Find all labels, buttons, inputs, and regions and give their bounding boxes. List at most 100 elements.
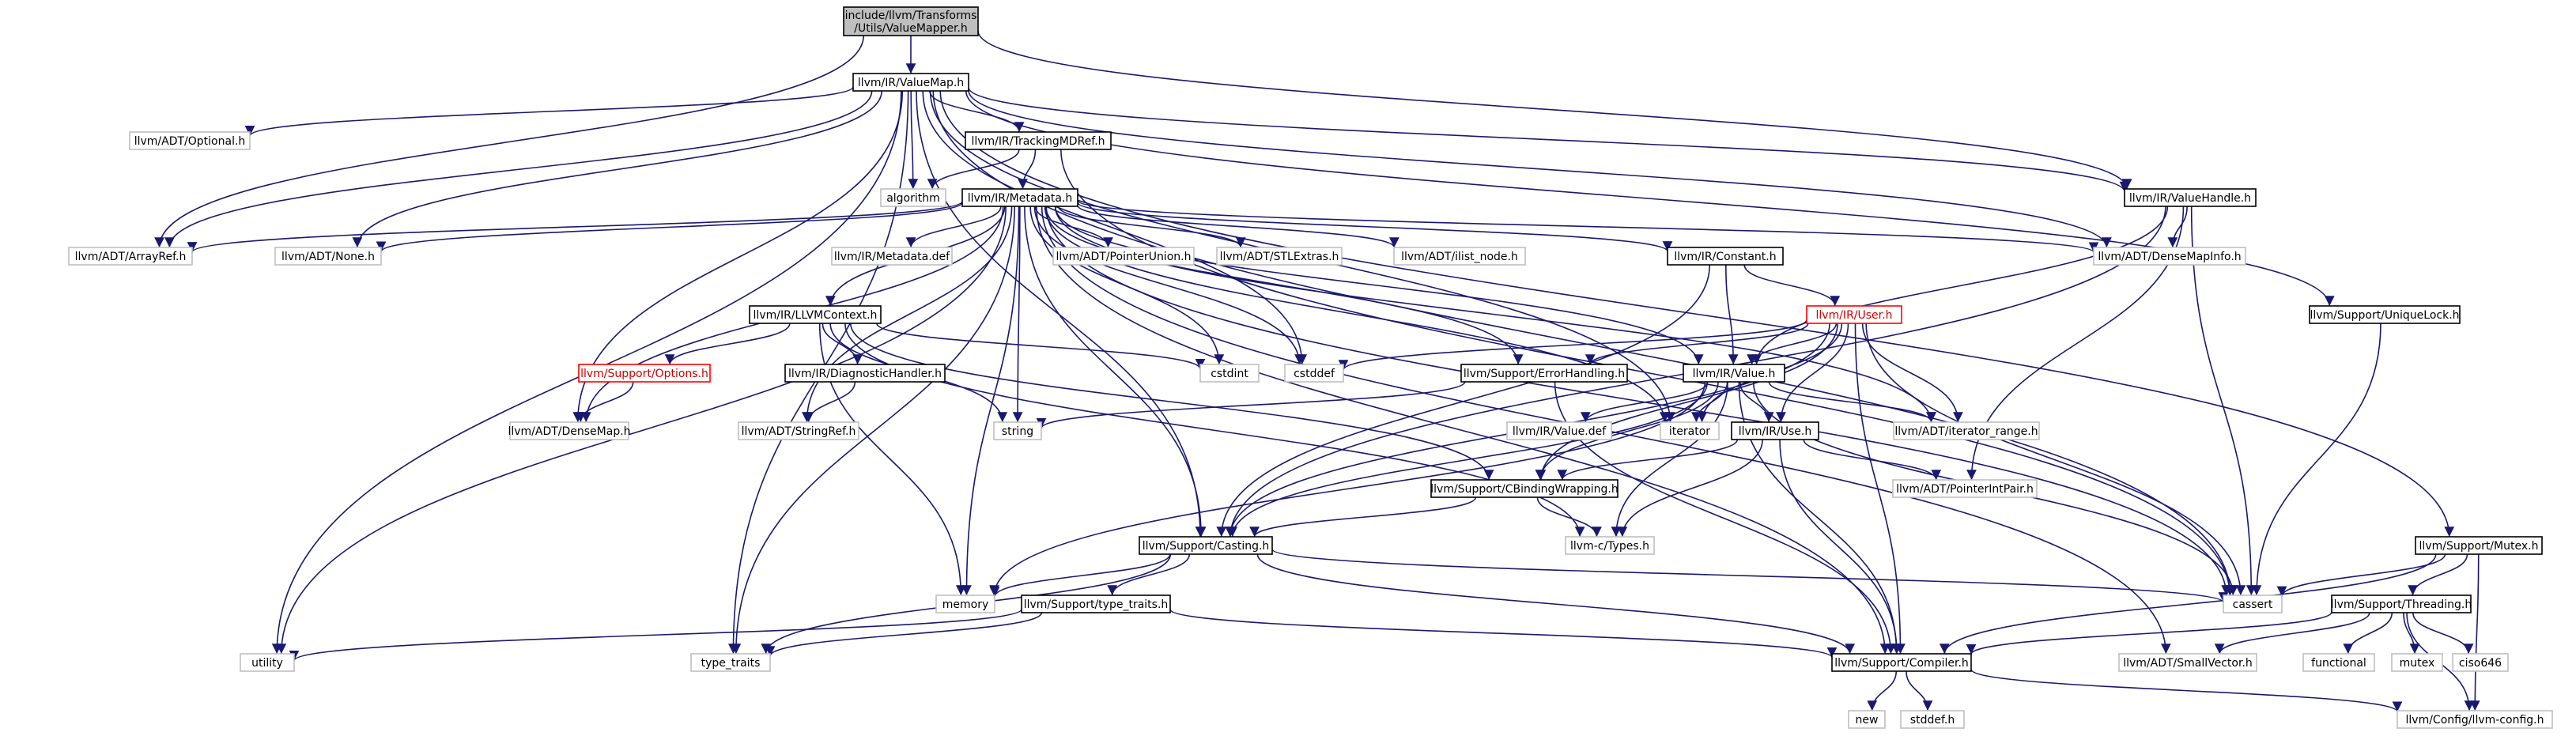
- edge-mutex-to-threading: [2408, 553, 2468, 596]
- edge-metadata-to-none: [376, 202, 963, 253]
- node-box-typetraitsh: [1021, 594, 1171, 613]
- node-box-stddef: [1900, 710, 1965, 729]
- node-label-diaghandler: llvm/IR/DiagnosticHandler.h: [788, 368, 942, 380]
- edge-valuehandle-to-densemapinfo: [2167, 206, 2188, 248]
- edge-use-to-compiler: [1779, 439, 1902, 655]
- node-pointerunion: llvm/ADT/PointerUnion.h: [1052, 247, 1195, 266]
- edge-compiler-to-llvmconfig: [1970, 669, 2403, 712]
- edge-llvmcontext-to-ctypes: [844, 323, 1585, 538]
- edge-metadata-to-arrayref: [187, 201, 963, 253]
- node-typetraitsh[interactable]: llvm/Support/type_traits.h: [1021, 594, 1171, 613]
- node-label-stringref: llvm/ADT/StringRef.h: [742, 425, 856, 438]
- edge-value-to-casting: [1227, 381, 1709, 538]
- node-box-user: [1806, 305, 1902, 324]
- node-label-smallvector: llvm/ADT/SmallVector.h: [2123, 657, 2253, 670]
- edge-options-to-densemap: [575, 381, 634, 423]
- node-stringref: llvm/ADT/StringRef.h: [738, 421, 859, 440]
- node-errorhandling[interactable]: llvm/Support/ErrorHandling.h: [1460, 364, 1628, 383]
- node-value[interactable]: llvm/IR/Value.h: [1683, 364, 1785, 383]
- edge-valuehandle-to-cassert: [2190, 206, 2257, 596]
- node-box-ctypes: [1565, 536, 1655, 555]
- node-llvmcontext[interactable]: llvm/IR/LLVMContext.h: [749, 305, 882, 324]
- node-smallvector: llvm/ADT/SmallVector.h: [2118, 653, 2257, 672]
- edge-valuemap-to-algorithm: [908, 90, 919, 190]
- edge-casting-to-typetraitsh: [1107, 553, 1191, 596]
- node-label-mutexstd: mutex: [2400, 657, 2435, 670]
- edge-valuemap-to-trackingmdref: [929, 90, 1025, 133]
- edge-threading-to-smallvector: [2214, 612, 2370, 655]
- node-label-valuemapper: /Utils/ValueMapper.h: [854, 22, 968, 35]
- node-box-constant: [1667, 247, 1784, 266]
- edge-valuemap-to-mutex: [939, 90, 2455, 538]
- edge-typetraitsh-to-compiler: [1169, 609, 1838, 659]
- node-stlextras: llvm/ADT/STLExtras.h: [1216, 247, 1343, 266]
- node-options[interactable]: llvm/Support/Options.h: [578, 364, 711, 383]
- edge-metadata-to-stlextras: [1057, 206, 1246, 248]
- edge-valuehandle-to-value: [1751, 206, 2169, 365]
- node-box-value: [1683, 364, 1785, 383]
- node-label-value: llvm/IR/Value.h: [1693, 368, 1776, 380]
- node-box-cstdint: [1199, 364, 1260, 383]
- edge-metadata-to-utility: [276, 206, 1007, 655]
- node-string: string: [993, 421, 1042, 440]
- node-user[interactable]: llvm/IR/User.h: [1806, 305, 1902, 324]
- node-cbinding[interactable]: llvm/Support/CBindingWrapping.h: [1430, 479, 1618, 498]
- edge-threading-to-mutexstd: [2403, 612, 2420, 655]
- node-diaghandler[interactable]: llvm/IR/DiagnosticHandler.h: [784, 364, 946, 383]
- node-box-threading: [2331, 594, 2472, 613]
- node-metadata[interactable]: llvm/IR/Metadata.h: [961, 188, 1078, 207]
- node-valuemap[interactable]: llvm/IR/ValueMap.h: [852, 73, 969, 92]
- edge-llvmcontext-to-cstdint: [876, 323, 1206, 370]
- node-box-iterator: [1660, 421, 1720, 440]
- node-cstddef: cstddef: [1284, 364, 1344, 383]
- edge-valuemap-to-valuehandle: [968, 87, 2130, 192]
- node-box-densemapinfo: [2093, 247, 2246, 266]
- node-box-cassert: [2223, 594, 2283, 613]
- node-use[interactable]: llvm/IR/Use.h: [1731, 421, 1819, 440]
- node-cstdint: cstdint: [1199, 364, 1260, 383]
- node-compiler[interactable]: llvm/Support/Compiler.h: [1831, 653, 1972, 672]
- edge-mutex-to-llvmconfig: [2469, 553, 2480, 711]
- edge-valuemap-to-cassert: [932, 90, 2236, 596]
- edge-llvmcontext-to-options: [664, 323, 791, 365]
- edge-user-to-errorhandling: [1585, 323, 1809, 365]
- node-threading[interactable]: llvm/Support/Threading.h: [2331, 594, 2472, 613]
- node-mutex[interactable]: llvm/Support/Mutex.h: [2415, 536, 2543, 555]
- node-label-typetraits: type_traits: [701, 657, 761, 670]
- node-box-cstddef: [1284, 364, 1344, 383]
- node-box-new: [1848, 710, 1886, 729]
- node-mutexstd: mutex: [2391, 653, 2443, 672]
- edge-metadata-to-metadatadef: [905, 206, 1002, 248]
- node-box-utility: [240, 653, 295, 672]
- node-box-llvmcontext: [749, 305, 882, 324]
- node-uniquelock[interactable]: llvm/Support/UniqueLock.h: [2309, 305, 2461, 324]
- node-trackingmdref[interactable]: llvm/IR/TrackingMDRef.h: [965, 131, 1112, 150]
- node-ilistnode: llvm/ADT/ilist_node.h: [1393, 247, 1526, 266]
- edge-threading-to-compiler: [1966, 611, 2332, 655]
- edge-user-to-cassert: [1865, 323, 2246, 596]
- node-densemap: llvm/ADT/DenseMap.h: [508, 421, 631, 440]
- node-label-compiler: llvm/Support/Compiler.h: [1834, 657, 1969, 670]
- node-box-ilistnode: [1393, 247, 1526, 266]
- node-ciso646: ciso646: [2452, 653, 2509, 672]
- edge-valuemapper-to-valuehandle: [977, 30, 2132, 190]
- node-casting[interactable]: llvm/Support/Casting.h: [1139, 536, 1273, 555]
- edge-metadata-to-constant: [1077, 202, 1673, 252]
- edge-user-to-use: [1776, 323, 1849, 423]
- node-none: llvm/ADT/None.h: [274, 247, 382, 266]
- node-valuehandle[interactable]: llvm/IR/ValueHandle.h: [2124, 188, 2257, 207]
- edge-casting-to-compiler: [1256, 553, 1855, 655]
- edge-value-to-use: [1739, 381, 1774, 423]
- node-box-use: [1731, 421, 1819, 440]
- node-label-mutex: llvm/Support/Mutex.h: [2419, 540, 2539, 553]
- edge-typetraitsh-to-utility: [289, 608, 1022, 662]
- edge-mutex-to-cassert: [2276, 553, 2446, 597]
- node-box-valuehandle: [2124, 188, 2257, 207]
- node-constant[interactable]: llvm/IR/Constant.h: [1667, 247, 1784, 266]
- node-label-trackingmdref: llvm/IR/TrackingMDRef.h: [971, 135, 1105, 148]
- edge-user-to-iteratorrange: [1861, 323, 1963, 423]
- node-box-algorithm: [880, 188, 946, 207]
- edge-uniquelock-to-cassert: [2251, 323, 2381, 596]
- node-valuemapper[interactable]: include/llvm/Transforms/Utils/ValueMappe…: [843, 6, 979, 36]
